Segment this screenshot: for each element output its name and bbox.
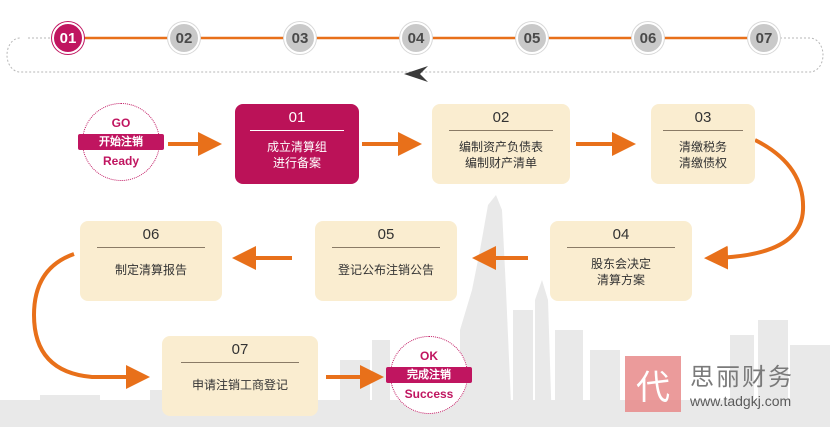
divider	[448, 130, 554, 131]
step-dot-05[interactable]: 05	[516, 22, 548, 54]
step-text-line-2: 编制财产清单	[464, 156, 537, 170]
divider	[249, 130, 345, 131]
step-text-line-1: 登记公布注销公告	[337, 263, 434, 277]
start-badge-label: 开始注销	[78, 134, 164, 150]
end-badge-bottom: Success	[404, 387, 454, 401]
step-box-01: 01 成立清算组 进行备案	[235, 104, 359, 184]
step-number: 05	[377, 226, 395, 243]
step-dot-02[interactable]: 02	[168, 22, 200, 54]
start-badge: GO 开始注销 Ready	[78, 103, 164, 181]
back-arrow-icon	[404, 66, 428, 82]
end-badge-top: OK	[420, 349, 438, 363]
step-dot-06[interactable]: 06	[632, 22, 664, 54]
divider	[180, 362, 300, 363]
step-number: 04	[612, 226, 630, 243]
divider	[97, 247, 205, 248]
step-track-dotted-loop	[6, 37, 824, 73]
divider	[332, 247, 440, 248]
step-box-04: 04 股东会决定 清算方案	[550, 221, 692, 301]
step-text-line-1: 股东会决定	[590, 257, 651, 271]
brand-name: 思丽财务	[690, 363, 794, 391]
end-badge-label: 完成注销	[386, 367, 472, 383]
step-text-line-1: 制定清算报告	[114, 263, 187, 277]
brand-logo: 代	[625, 356, 681, 412]
step-text-line-2: 清算方案	[596, 273, 645, 287]
step-text-line-1: 清缴税务	[678, 140, 727, 154]
step-box-06: 06 制定清算报告	[80, 221, 222, 301]
step-number: 06	[142, 226, 160, 243]
divider	[567, 247, 675, 248]
step-text-line-1: 申请注销工商登记	[191, 378, 288, 392]
step-number: 03	[694, 109, 712, 126]
step-text-line-1: 编制资产负债表	[458, 140, 543, 154]
step-box-05: 05 登记公布注销公告	[315, 221, 457, 301]
step-box-03: 03 清缴税务 清缴债权	[651, 104, 755, 184]
step-text-line-2: 清缴债权	[678, 156, 727, 170]
step-dot-03[interactable]: 03	[284, 22, 316, 54]
step-box-07: 07 申请注销工商登记	[162, 336, 318, 416]
step-number: 02	[492, 109, 510, 126]
step-text-line-2: 进行备案	[272, 156, 321, 170]
start-badge-top: GO	[111, 116, 131, 130]
step-dot-04[interactable]: 04	[400, 22, 432, 54]
step-dot-07[interactable]: 07	[748, 22, 780, 54]
step-number: 01	[288, 109, 306, 126]
step-number: 07	[231, 341, 249, 358]
arrow-06-to-07-curve	[31, 252, 150, 389]
start-badge-bottom: Ready	[102, 154, 140, 168]
brand-url: www.tadgkj.com	[690, 393, 792, 409]
divider	[663, 130, 743, 131]
brand-logo-char: 代	[636, 367, 670, 408]
step-box-02: 02 编制资产负债表 编制财产清单	[432, 104, 570, 184]
end-badge: OK 完成注销 Success	[386, 336, 472, 414]
arrow-03-to-04-curve	[704, 138, 806, 270]
step-dot-01[interactable]: 01	[52, 22, 84, 54]
step-text-line-1: 成立清算组	[266, 140, 327, 154]
